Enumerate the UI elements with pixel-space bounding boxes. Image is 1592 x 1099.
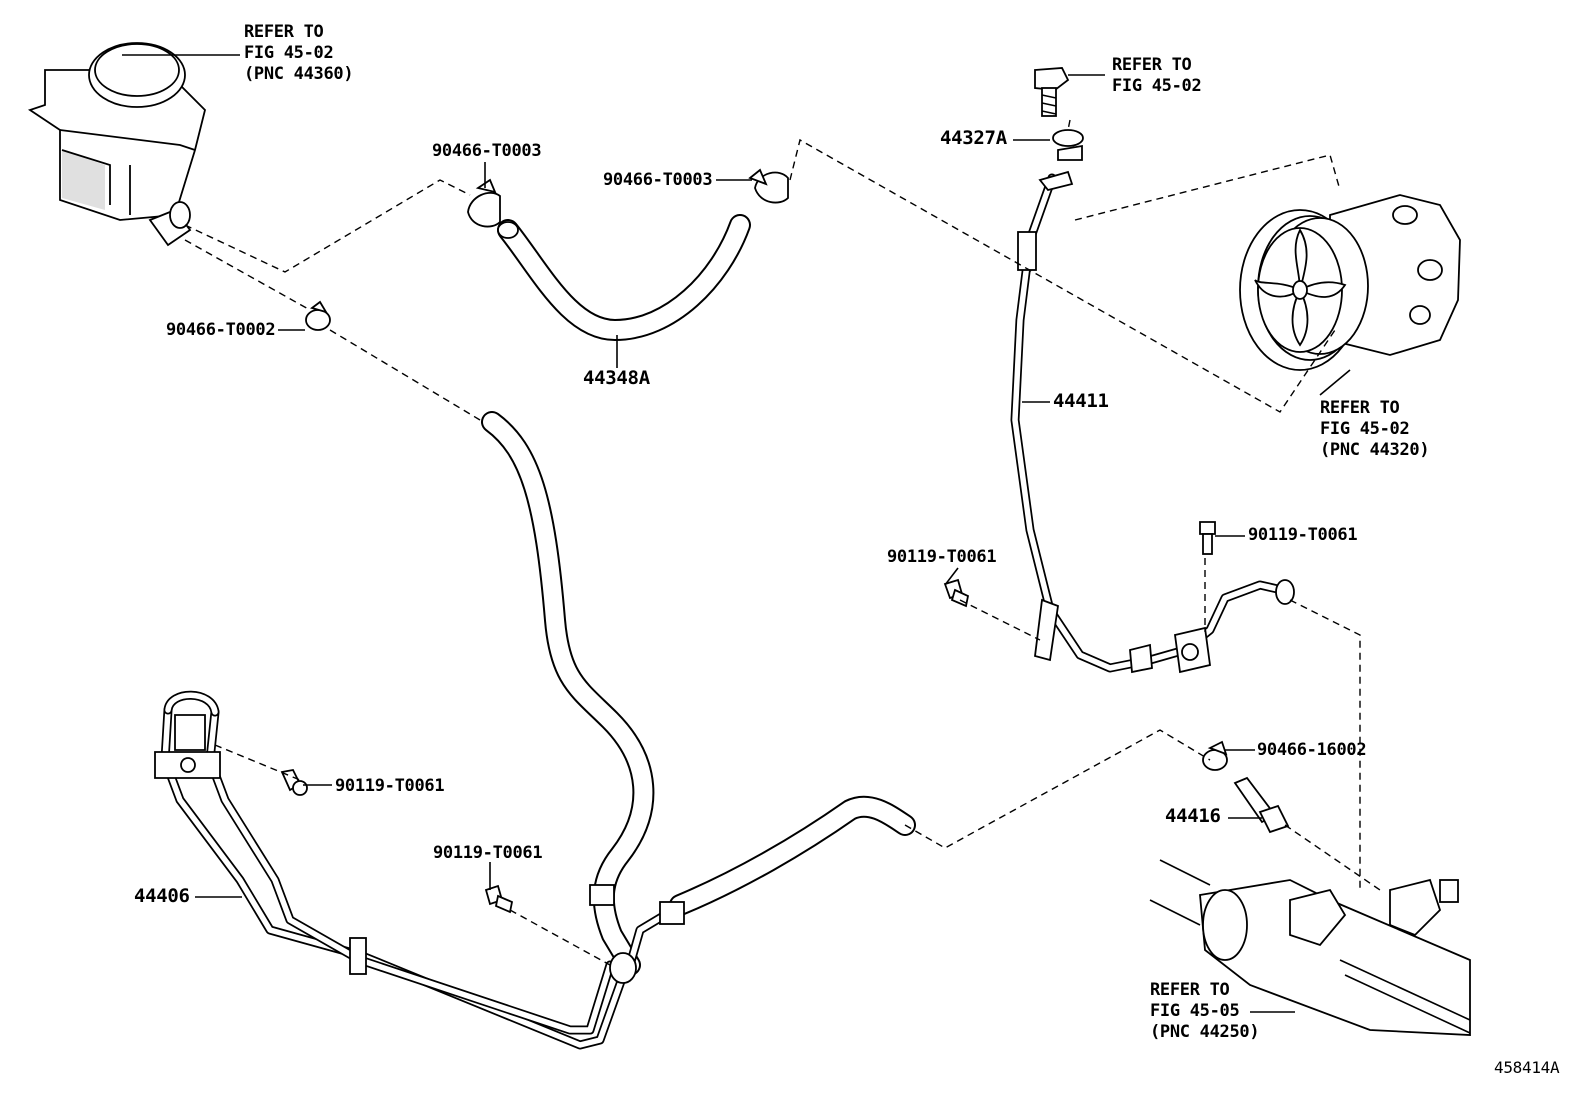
union-44416 bbox=[1233, 776, 1290, 834]
diagram-id: 458414A bbox=[1494, 1058, 1560, 1077]
return-tube bbox=[154, 690, 630, 1050]
pressure-tube bbox=[1010, 170, 1295, 674]
pressure-tube-label: 44411 bbox=[1053, 390, 1109, 412]
return-tube-label: 44406 bbox=[134, 885, 190, 907]
bolt-reference-label: REFER TO FIG 45-02 bbox=[1112, 55, 1202, 96]
return-hose bbox=[481, 411, 655, 976]
pump-reference-label: REFER TO FIG 45-02 (PNC 44320) bbox=[1320, 398, 1430, 460]
suction-hose bbox=[497, 214, 751, 341]
pump-bolt bbox=[1034, 67, 1070, 117]
bolt-right-mid-label: 90119-T0061 bbox=[887, 547, 997, 567]
bracket-label: 44327A bbox=[940, 127, 1007, 149]
gear-reference-label: REFER TO FIG 45-05 (PNC 44250) bbox=[1150, 980, 1260, 1042]
bolt-center bbox=[484, 884, 514, 914]
clamp-left-label: 90466-T0003 bbox=[432, 141, 542, 161]
union-label: 44416 bbox=[1165, 805, 1221, 827]
reservoir-reference-label: REFER TO FIG 45-02 (PNC 44360) bbox=[244, 22, 354, 84]
clamp-small bbox=[305, 300, 331, 331]
clamp-small-label: 90466-T0002 bbox=[166, 320, 276, 340]
clamp-left bbox=[467, 178, 501, 228]
power-steering-pump bbox=[1239, 194, 1461, 371]
bolt-right-upper bbox=[1199, 521, 1216, 555]
bolt-center-label: 90119-T0061 bbox=[433, 843, 543, 863]
clamp-mid bbox=[748, 168, 789, 204]
bracket-44327A bbox=[1052, 129, 1084, 161]
steering-gear bbox=[1149, 859, 1471, 1036]
label-leaders bbox=[122, 54, 1351, 1013]
feed-hose bbox=[609, 795, 916, 984]
bolt-left-label: 90119-T0061 bbox=[335, 776, 445, 796]
clamp-right-label: 90466-16002 bbox=[1257, 740, 1367, 760]
suction-hose-label: 44348A bbox=[583, 367, 650, 389]
reservoir-tank bbox=[27, 42, 206, 247]
dashed-leaders bbox=[184, 119, 1381, 966]
bolt-right-upper-label: 90119-T0061 bbox=[1248, 525, 1358, 545]
clamp-right bbox=[1202, 740, 1228, 771]
clamp-mid-label: 90466-T0003 bbox=[603, 170, 713, 190]
